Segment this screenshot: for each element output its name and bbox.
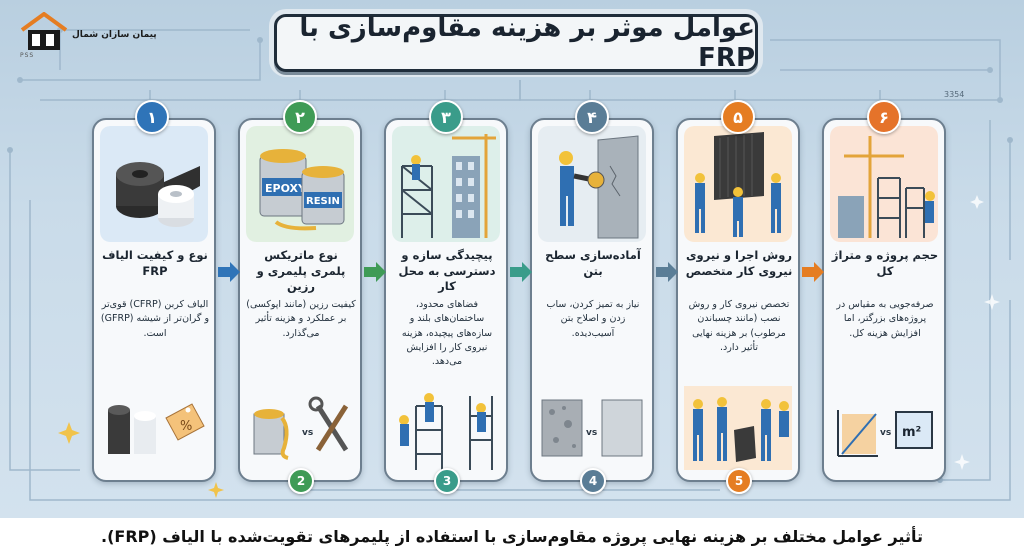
page-title: عوامل موثر بر هزینه مقاوم‌سازی با FRP (299, 13, 755, 73)
arrow-right-icon (656, 262, 678, 282)
m2-text: m² (902, 425, 921, 440)
workers-team-illustration (684, 386, 792, 470)
card-3-description: فضاهای محدود، ساختمان‌های بلند و سازه‌ها… (401, 299, 493, 367)
scaffolding-crane-illustration (392, 126, 500, 242)
card-1: نوع و کیفیت الیاف FRP الیاف کربن (CFRP) … (92, 118, 216, 482)
logo-subtext: PSS (20, 52, 35, 59)
card-4: آماده‌سازی سطح بتن نیاز به تمیز کردن، سا… (530, 118, 654, 482)
card-5-heading: روش اجرا و نیروی نیروی کار متخصص (685, 248, 793, 278)
card-5-description: تخصص نیروی کار و روش نصب (مانند چسباندن … (688, 299, 790, 353)
card-3: پیچیدگی سازه و دسترسی به محل کار فضاهای … (384, 118, 508, 482)
area-scale-illustration: m² (837, 410, 933, 457)
card-6-heading: حجم پروژه و متراژ کل (831, 248, 939, 278)
card-4-description: نیاز به تمیز کردن، ساب زدن و اصلاح بتن آ… (546, 299, 640, 339)
step-badge-1: ۱ (135, 100, 169, 134)
step-badge-5: ۵ (721, 100, 755, 134)
title-frame: عوامل موثر بر هزینه مقاوم‌سازی با FRP (274, 13, 758, 73)
fiber-spools-price-tag-illustration: % (108, 403, 205, 454)
concrete-surface-comparison-illustration (541, 399, 643, 457)
bottom-badge-4: 4 (580, 468, 606, 494)
code-label: 3354 (944, 90, 965, 99)
fiber-rolls-illustration (100, 126, 208, 242)
vs-text: vs (586, 428, 598, 438)
concrete-grinding-illustration (538, 126, 646, 242)
arrow-right-icon (218, 262, 240, 282)
workers-applying-sheet-illustration (684, 126, 792, 242)
paint-can-tools-illustration (253, 396, 349, 460)
company-logo: پیمان سازان شمال PSS (14, 8, 164, 59)
arrow-right-icon (510, 262, 532, 282)
arrow-right-icon (364, 262, 386, 282)
card-3-heading: پیچیدگی سازه و دسترسی به محل کار (398, 248, 496, 294)
card-1-description: الیاف کربن (CFRP) قوی‌تر و گران‌تر از شی… (100, 299, 210, 339)
step-badge-2: ۲ (283, 100, 317, 134)
logo-house-icon (20, 12, 68, 50)
bottom-badge-3: 3 (434, 468, 460, 494)
card-2-description: کیفیت رزین (مانند اپوکسی) بر عملکرد و هز… (246, 299, 356, 339)
epoxy-resin-cans-illustration: EPOXY RESIN (246, 126, 354, 242)
card-6-description: صرفه‌جویی به مقیاس در پروژه‌های بزرگتر، … (836, 299, 934, 339)
card-5: روش اجرا و نیروی نیروی کار متخصص تخصص نی… (676, 118, 800, 482)
bottom-badge-2: 2 (288, 468, 314, 494)
arrow-right-icon (802, 262, 824, 282)
infographic-canvas: پیمان سازان شمال PSS عوامل موثر بر هزینه… (0, 0, 1024, 518)
construction-site-illustration (830, 126, 938, 242)
epoxy-text: EPOXY (265, 182, 307, 195)
card-2: EPOXY RESIN نوع ماتریکس پلمری پلیمری و ر… (238, 118, 362, 482)
card-6: حجم پروژه و متراژ کل صرفه‌جویی به مقیاس … (822, 118, 946, 482)
step-badge-4: ۴ (575, 100, 609, 134)
card-1-heading: نوع و کیفیت الیاف FRP (102, 248, 208, 278)
workers-on-scaffold-illustration (399, 393, 493, 470)
bottom-badge-5: 5 (726, 468, 752, 494)
resin-text: RESIN (306, 196, 340, 207)
card-4-heading: آماده‌سازی سطح بتن (545, 248, 641, 278)
vs-text: vs (880, 428, 892, 438)
percent-text: % (180, 419, 192, 434)
step-badge-6: ۶ (867, 100, 901, 134)
vs-text: vs (302, 428, 314, 438)
step-badge-3: ۳ (429, 100, 463, 134)
logo-text: پیمان سازان شمال (72, 30, 157, 40)
card-2-heading: نوع ماتریکس پلمری پلیمری و رزین (256, 248, 346, 294)
figure-caption: تأثیر عوامل مختلف بر هزینه نهایی پروژه م… (101, 527, 923, 546)
